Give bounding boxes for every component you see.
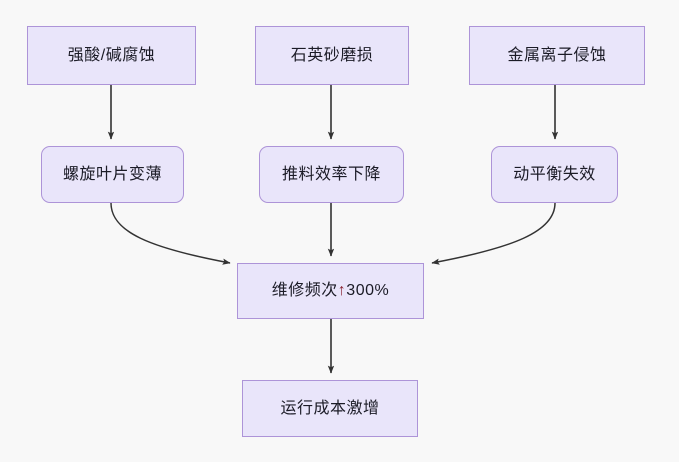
node-label-suffix: 300%	[346, 282, 390, 299]
up-arrow-icon: ↑	[337, 282, 347, 299]
node-quartz-sand-abrasion[interactable]: 石英砂磨损	[255, 26, 409, 85]
node-repair-frequency-increase[interactable]: 维修频次↑300%	[237, 263, 424, 319]
node-feeding-efficiency-drop[interactable]: 推料效率下降	[259, 146, 404, 203]
node-label: 螺旋叶片变薄	[62, 165, 162, 183]
node-label: 运行成本激增	[280, 399, 380, 417]
node-operating-cost-surge[interactable]: 运行成本激增	[242, 380, 418, 437]
node-metal-ion-erosion[interactable]: 金属离子侵蚀	[469, 26, 645, 85]
node-dynamic-balance-failure[interactable]: 动平衡失效	[491, 146, 618, 203]
node-blade-thinning[interactable]: 螺旋叶片变薄	[41, 146, 184, 203]
edge-blade-to-repair	[110, 202, 231, 265]
node-label: 动平衡失效	[513, 165, 596, 183]
node-acid-corrosion[interactable]: 强酸/碱腐蚀	[27, 26, 196, 85]
node-label: 强酸/碱腐蚀	[67, 46, 156, 64]
node-label: 金属离子侵蚀	[507, 46, 607, 64]
node-label: 推料效率下降	[281, 165, 381, 183]
node-label: 石英砂磨损	[290, 46, 374, 64]
edge-balance-to-repair	[431, 202, 556, 265]
node-label-prefix: 维修频次	[271, 282, 338, 299]
